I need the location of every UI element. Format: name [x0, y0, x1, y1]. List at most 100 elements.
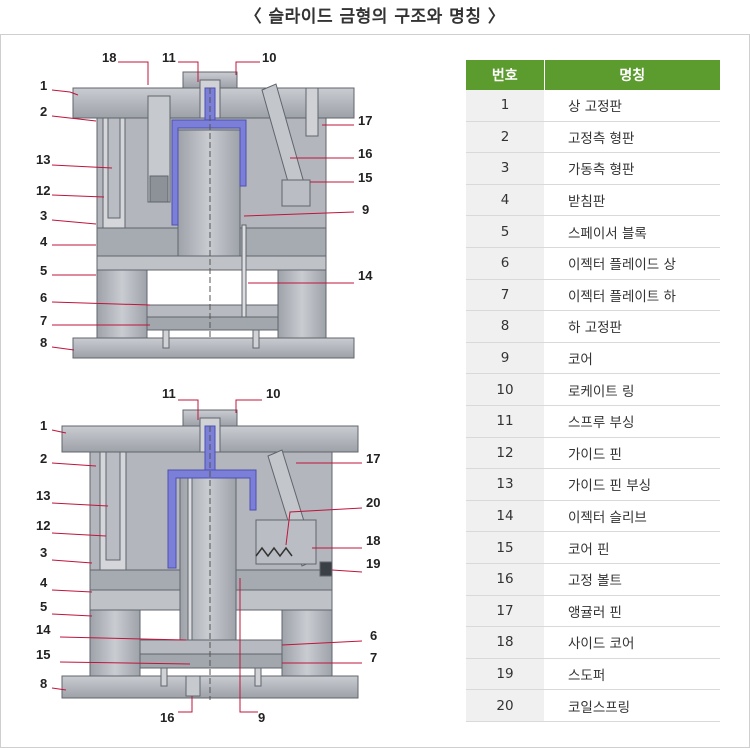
- leader-16-bottom: [178, 696, 193, 713]
- top-leaders: [51, 61, 355, 351]
- leader-9-bottom: [239, 578, 258, 713]
- callout-17-bottom: 17: [366, 451, 380, 466]
- leader-1-top: [51, 89, 79, 96]
- callout-2-bottom: 2: [40, 451, 47, 466]
- callout-18-top: 18: [102, 50, 116, 65]
- part-number: 18: [466, 626, 544, 659]
- callout-4-bottom: 4: [40, 575, 48, 590]
- leader-10-bottom: [235, 399, 262, 413]
- bottom-callouts: 11 10 1 2 13 12 3 4 5 14 15 8 17 20 18 1…: [36, 386, 380, 725]
- leader-15-bottom: [59, 661, 191, 665]
- leader-10-top: [235, 61, 260, 75]
- callout-8-top: 8: [40, 335, 47, 350]
- leader-19-bottom: [331, 569, 363, 573]
- callout-13-bottom: 13: [36, 488, 50, 503]
- callout-10-bottom: 10: [266, 386, 280, 401]
- leader-4-bottom: [51, 589, 93, 593]
- callout-1-top: 1: [40, 78, 47, 93]
- stop-bolt-top: [305, 87, 319, 137]
- part-name: 가이드 핀: [544, 437, 720, 470]
- part-name: 이젝터 슬리브: [544, 500, 720, 533]
- part-name: 가동측 형판: [544, 152, 720, 185]
- part-name: 코일스프링: [544, 689, 720, 722]
- callout-1-bottom: 1: [40, 418, 47, 433]
- leader-2-top: [51, 115, 97, 122]
- top-mold-drawing: [72, 71, 355, 359]
- return-pin-left-bottom: [160, 667, 168, 687]
- part-name: 코어 핀: [544, 531, 720, 564]
- part-number: 6: [466, 247, 544, 280]
- callout-5-top: 5: [40, 263, 47, 278]
- ejector-plate-lower-top: [146, 316, 279, 331]
- part-name: 상 고정판: [544, 90, 720, 122]
- guide-pin-bottom: [105, 451, 121, 561]
- ejector-plate-lower-bottom: [139, 653, 283, 669]
- part-name: 하 고정판: [544, 310, 720, 343]
- leader-13-top: [51, 164, 113, 169]
- leader-6-top: [51, 301, 151, 306]
- part-name: 스도퍼: [544, 658, 720, 691]
- bottom-mold-drawing: [61, 409, 359, 700]
- part-name: 이젝터 플레이드 상: [544, 247, 720, 280]
- leader-18-top: [118, 61, 149, 85]
- part-name: 앵귤러 핀: [544, 595, 720, 628]
- leader-11-top: [178, 61, 199, 82]
- part-number: 17: [466, 595, 544, 628]
- callout-15-bottom: 15: [36, 647, 50, 662]
- part-number: 16: [466, 563, 544, 596]
- return-pin-left-top: [162, 329, 170, 349]
- return-pin-right-top: [252, 329, 260, 349]
- callout-10-top: 10: [262, 50, 276, 65]
- callout-14-bottom: 14: [36, 622, 51, 637]
- part-number: 2: [466, 121, 544, 154]
- part-name: 고정 볼트: [544, 563, 720, 596]
- leader-12-top: [51, 194, 105, 198]
- figure-title: 〈 슬라이드 금형의 구조와 명칭 〉: [244, 7, 506, 27]
- part-name: 가이드 핀 부싱: [544, 468, 720, 501]
- part-name: 코어: [544, 342, 720, 375]
- callout-16-top: 16: [358, 146, 372, 161]
- leader-8-bottom: [51, 687, 67, 691]
- part-number: 20: [466, 689, 544, 722]
- leader-6-bottom: [281, 640, 363, 646]
- ejector-plate-upper-top: [146, 304, 279, 318]
- part-name: 스페이서 블록: [544, 215, 720, 248]
- slide-block-top: [281, 179, 311, 207]
- callout-2-top: 2: [40, 104, 47, 119]
- callout-11-top: 11: [162, 50, 176, 65]
- leader-13-bottom: [51, 502, 109, 507]
- part-name: 로케이트 링: [544, 373, 720, 406]
- bottom-leaders: [51, 399, 363, 713]
- part-number: 5: [466, 215, 544, 248]
- part-number: 1: [466, 90, 544, 122]
- callout-4-top: 4: [40, 234, 48, 249]
- callout-13-top: 13: [36, 152, 50, 167]
- part-number: 10: [466, 373, 544, 406]
- callout-7-bottom: 7: [370, 650, 377, 665]
- spacer-left-bottom: [89, 609, 141, 677]
- part-number: 13: [466, 468, 544, 501]
- callout-3-top: 3: [40, 208, 47, 223]
- core-top: [177, 129, 241, 257]
- header-number: 번호: [466, 60, 544, 90]
- callout-20-bottom: 20: [366, 495, 380, 510]
- callout-12-bottom: 12: [36, 518, 50, 533]
- callout-8-bottom: 8: [40, 676, 47, 691]
- part-number: 14: [466, 500, 544, 533]
- spacer-right-top: [277, 269, 327, 339]
- sprue-runner-top: [204, 87, 216, 121]
- leader-2-bottom: [51, 462, 97, 467]
- header-name: 명칭: [543, 60, 720, 90]
- callout-17-top: 17: [358, 113, 372, 128]
